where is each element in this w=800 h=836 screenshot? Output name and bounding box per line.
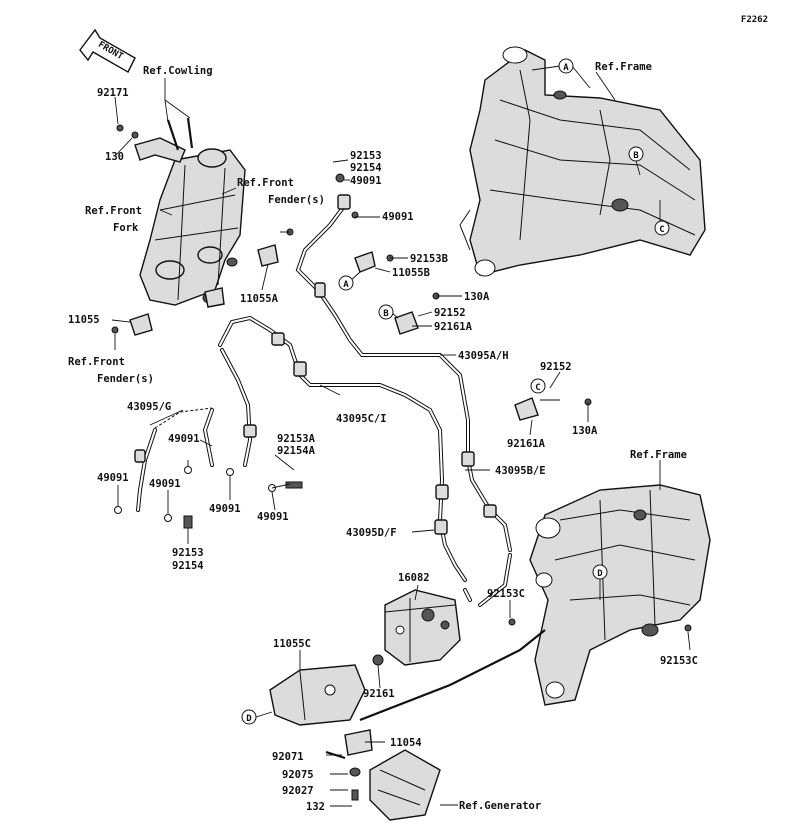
svg-text:B: B — [383, 309, 389, 319]
ref-front-fork-label-1: Ref.Front — [85, 205, 142, 217]
part-label-49091-left4: 49091 — [209, 503, 241, 515]
part-label-92161: 92161 — [363, 688, 395, 700]
part-label-49091-top: 49091 — [350, 175, 382, 187]
callout-a-mid: A — [338, 275, 354, 291]
part-label-43095ah: 43095A/H — [458, 350, 509, 362]
part-label-11055: 11055 — [68, 314, 100, 326]
part-label-130a-top: 130A — [464, 291, 490, 303]
ref-cowling-label: Ref.Cowling — [143, 65, 213, 77]
part-label-92153a: 92153A — [277, 433, 316, 445]
part-label-92152-top: 92152 — [434, 307, 466, 319]
callout-d-bracket: D — [241, 709, 257, 725]
frame-lower-illustration — [529, 484, 711, 706]
ref-generator-label: Ref.Generator — [459, 800, 541, 812]
part-label-92153c-mid: 92153C — [487, 588, 525, 600]
svg-text:C: C — [535, 383, 540, 393]
callout-a-top: A — [558, 58, 574, 74]
part-label-92153: 92153 — [350, 150, 382, 162]
callout-b-mid: B — [378, 304, 394, 320]
part-label-92154a: 92154A — [277, 445, 316, 457]
part-label-92153c-right: 92153C — [660, 655, 698, 667]
small-clamps — [129, 244, 539, 421]
part-label-92075: 92075 — [282, 769, 314, 781]
callout-c-mid: C — [530, 378, 546, 394]
part-label-92154: 92154 — [350, 162, 382, 174]
part-label-92071: 92071 — [272, 751, 304, 763]
svg-text:D: D — [597, 569, 603, 579]
figure-code: F2262 — [741, 15, 768, 25]
part-label-92153b: 92153B — [410, 253, 448, 265]
frame-upper-illustration — [459, 46, 706, 277]
part-label-11054: 11054 — [390, 737, 422, 749]
abs-hydraulic-unit — [384, 589, 461, 666]
part-label-92161a-top: 92161A — [434, 321, 473, 333]
part-label-11055a: 11055A — [240, 293, 279, 305]
ref-front-fender-top-label-1: Ref.Front — [237, 177, 294, 189]
part-label-49091-left2: 49091 — [97, 472, 129, 484]
part-label-11055b: 11055B — [392, 267, 430, 279]
part-label-49091-top2: 49091 — [382, 211, 414, 223]
svg-text:A: A — [563, 63, 569, 73]
part-label-92171: 92171 — [97, 87, 129, 99]
cowling-bracket — [116, 117, 194, 163]
svg-text:C: C — [659, 225, 664, 235]
part-label-132: 132 — [306, 801, 325, 813]
svg-text:B: B — [633, 151, 639, 161]
part-label-92154-bottom: 92154 — [172, 560, 204, 572]
part-label-92161a-mid: 92161A — [507, 438, 546, 450]
leader-lines — [111, 65, 691, 807]
svg-text:A: A — [343, 280, 349, 290]
part-label-130: 130 — [105, 151, 124, 163]
front-direction-arrow: FRONT — [79, 28, 136, 73]
callout-c-top: C — [654, 220, 670, 236]
ref-frame-top-label: Ref.Frame — [595, 61, 652, 73]
part-label-43095df: 43095D/F — [346, 527, 397, 539]
bolts-and-washers — [111, 173, 692, 632]
ref-frame-bottom-label: Ref.Frame — [630, 449, 687, 461]
generator-bracket — [325, 729, 441, 821]
part-label-43095ci: 43095C/I — [336, 413, 387, 425]
part-label-92027: 92027 — [282, 785, 314, 797]
part-label-49091-left5: 49091 — [257, 511, 289, 523]
part-label-11055c: 11055C — [273, 638, 311, 650]
callout-b-top: B — [628, 146, 644, 162]
part-label-43095g: 43095/G — [127, 401, 171, 413]
ref-front-fork-label-2: Fork — [113, 222, 139, 234]
front-fork-illustration — [139, 148, 246, 306]
svg-text:D: D — [246, 714, 252, 724]
ref-front-fender-bottom-label-1: Ref.Front — [68, 356, 125, 368]
hose-fittings — [134, 194, 497, 535]
brake-hoses — [136, 203, 546, 722]
part-label-92152-mid: 92152 — [540, 361, 572, 373]
part-label-92153-bottom: 92153 — [172, 547, 204, 559]
part-label-49091-left1: 49091 — [168, 433, 200, 445]
part-label-43095be: 43095B/E — [495, 465, 546, 477]
part-label-16082: 16082 — [398, 572, 430, 584]
part-label-49091-left3: 49091 — [149, 478, 181, 490]
ref-front-fender-bottom-label-2: Fender(s) — [97, 373, 154, 385]
part-label-130a-mid: 130A — [572, 425, 598, 437]
ref-front-fender-top-label-2: Fender(s) — [268, 194, 325, 206]
abs-bracket — [269, 654, 384, 726]
callout-d-frame: D — [592, 564, 608, 580]
